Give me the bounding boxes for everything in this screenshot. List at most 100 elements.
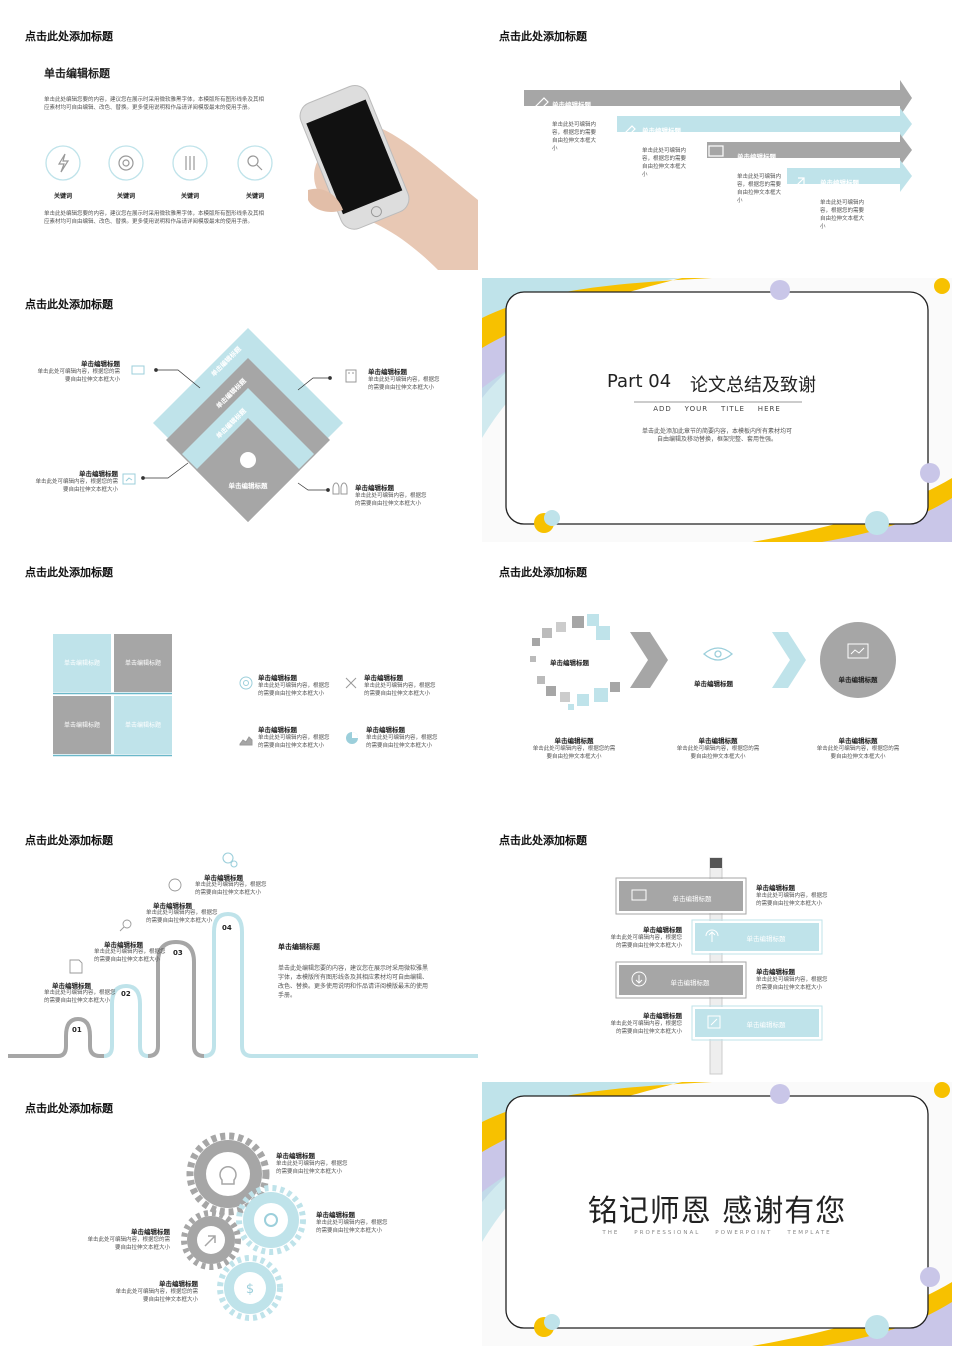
rocket-icon: [204, 1235, 216, 1247]
square-cloud: [530, 614, 620, 710]
handshake-icon: [131, 365, 145, 375]
monitor-icon: [708, 145, 724, 157]
winding-road-diagram: [8, 852, 478, 1058]
item-desc: 单击此处可编辑内容，根据您的需要自由拉伸文本框大小: [258, 735, 330, 749]
edit-icon: [707, 1015, 721, 1029]
item-desc: 单击此处可编辑内容，根据您的需要自由拉伸文本框大小: [35, 479, 118, 493]
document-icon: [69, 959, 83, 974]
money-bag-icon: [240, 452, 256, 468]
item-desc: 单击此处可编辑内容，根据您的需要自由拉伸文本框大小: [276, 1161, 348, 1175]
item-desc: 单击此处可编辑内容，根据您的需要自由拉伸文本框大小: [368, 377, 440, 391]
arrow-desc: 单击此处可编辑内容，根据您的需要自由拉伸文本框大小: [552, 122, 597, 152]
tile-label: 单击编辑标题: [63, 660, 100, 667]
part-number: Part 04: [607, 371, 672, 392]
arrow-label: 单击编辑标题: [552, 101, 591, 109]
item-title: 单击编辑标题: [81, 360, 120, 368]
arrow-label: 单击编辑标题: [820, 179, 859, 187]
step-title: 单击编辑标题: [153, 902, 192, 910]
nested-diamond-diagram: [122, 328, 357, 522]
search-icon: [247, 155, 259, 167]
keyword-label: 关键词: [245, 193, 264, 200]
presentation-icon: [847, 643, 869, 659]
step-desc: 单击此处可编辑内容，根据您的需要自由拉伸文本框大小: [676, 746, 760, 760]
step-number: 01: [72, 1026, 82, 1034]
tile-label: 单击编辑标题: [63, 722, 100, 729]
arrow-label: 单击编辑标题: [737, 153, 776, 161]
step-desc: 单击此处可编辑内容，根据您的需要自由拉伸文本框大小: [532, 746, 616, 760]
paragraph: 单击此处编辑您要的内容，建议您在展示时采用微软雅黑字体，本模版所有图形线条及其相…: [44, 97, 265, 111]
section-desc: 单击此处添加此章节的简要内容，本模板内所有素材均可自由编辑及移动替换，框架完整、…: [641, 428, 792, 443]
slide-title: 点击此处添加标题: [25, 566, 113, 579]
pencil-icon: [622, 125, 636, 139]
cog-icon: [264, 1213, 278, 1227]
step-desc: 单击此处可编辑内容，根据您的需要自由拉伸文本框大小: [44, 990, 116, 1004]
tools-icon: [345, 677, 357, 689]
sign-label: 单击编辑标题: [746, 1021, 786, 1029]
wave-decoration: [482, 1082, 952, 1346]
pin-icon: [533, 97, 549, 113]
item-desc: 单击此处可编辑内容，根据您的需要自由拉伸文本框大小: [355, 493, 427, 507]
slide-2[interactable]: 点击此处添加标题 单击编辑标题 单击编辑标题 单击编辑标题 单击编辑标题 单击此…: [482, 10, 952, 274]
keyword-icons: [45, 145, 273, 181]
item-title: 单击编辑标题: [131, 1228, 170, 1236]
box-icon: [631, 889, 647, 901]
item-title: 单击编辑标题: [355, 484, 394, 492]
slide-5[interactable]: 点击此处添加标题 单击编辑标题 单击编辑标题 单击编辑标题 单击编辑标题 单击编…: [8, 546, 478, 810]
slide-4-section-divider[interactable]: Part 04 论文总结及致谢 ADD YOUR TITLE HERE 单击此处…: [482, 278, 952, 542]
gears-icon: [222, 852, 234, 864]
step-title: 单击编辑标题: [698, 737, 738, 745]
step-desc: 单击此处可编辑内容，根据您的需要自由拉伸文本框大小: [146, 910, 218, 924]
slide-1[interactable]: 点击此处添加标题 单击编辑标题 单击此处编辑您要的内容，建议您在展示时采用微软雅…: [8, 10, 478, 274]
step-title: 单击编辑标题: [838, 737, 878, 745]
slide-9[interactable]: 点击此处添加标题 $ 单击编辑标题 单击此处可编辑内容，根据您的需要自由拉伸文本…: [8, 1082, 478, 1346]
slide-3[interactable]: 点击此处添加标题 单击编辑标题 单击编辑标题 单击编辑标题 单击编辑标题 单击编…: [8, 278, 478, 542]
item-title: 单击编辑标题: [316, 1211, 355, 1219]
closing-subtitle: THE PROFESSIONAL POWERPOINT TEMPLATE: [602, 1230, 832, 1236]
item-title: 单击编辑标题: [643, 1012, 682, 1020]
step-desc: 单击此处可编辑内容，根据您的需要自由拉伸文本框大小: [195, 882, 267, 896]
staircase-arrows: [524, 80, 912, 192]
building-icon: [345, 369, 357, 383]
keyword-label: 关键词: [180, 193, 199, 200]
item-title: 单击编辑标题: [79, 470, 118, 478]
slide-8[interactable]: 点击此处添加标题 单击编辑标题 单击编辑标题 单击编辑标题 单击编辑标题 单击编…: [482, 814, 952, 1078]
step-number: 02: [121, 990, 131, 998]
item-desc: 单击此处可编辑内容，根据您的需要自由拉伸文本框大小: [366, 735, 438, 749]
slide-title: 点击此处添加标题: [25, 298, 113, 311]
arrow-desc: 单击此处可编辑内容，根据您的需要自由拉伸文本框大小: [642, 148, 687, 178]
step-desc: 单击此处可编辑内容，根据您的需要自由拉伸文本框大小: [816, 746, 900, 760]
tile-grid: [53, 634, 358, 757]
sign-label: 单击编辑标题: [670, 979, 710, 987]
cloud-download-icon: [631, 971, 647, 987]
search-icon: [122, 919, 132, 929]
slide-10-closing[interactable]: 铭记师恩 感谢有您 THE PROFESSIONAL POWERPOINT TE…: [482, 1082, 952, 1346]
item-title: 单击编辑标题: [366, 726, 405, 734]
item-title: 单击编辑标题: [276, 1152, 315, 1160]
lightbulb-icon: [219, 1165, 237, 1185]
slide-title: 点击此处添加标题: [25, 30, 113, 43]
tile-label: 单击编辑标题: [124, 722, 161, 729]
item-desc: 单击此处可编辑内容，根据您的需要自由拉伸文本框大小: [610, 935, 682, 949]
slide-6[interactable]: 点击此处添加标题 单击编辑标题 单击编辑标题 单击编辑标题 单击编辑标题 单击此…: [482, 546, 952, 810]
step-title: 单击编辑标题: [204, 874, 243, 882]
keyword-label: 关键词: [53, 193, 72, 200]
closing-title: 铭记师恩 感谢有您: [587, 1194, 847, 1229]
signpost-diagram: [615, 857, 823, 1075]
circle-label: 单击编辑标题: [838, 676, 878, 684]
dollar-icon: $: [246, 1282, 254, 1297]
palette-icon: [168, 878, 182, 892]
item-desc: 单击此处可编辑内容，根据您的需要自由拉伸文本框大小: [115, 1289, 198, 1303]
item-desc: 单击此处可编辑内容，根据您的需要自由拉伸文本框大小: [316, 1220, 388, 1234]
slide-title: 点击此处添加标题: [499, 566, 587, 579]
step-title: 单击编辑标题: [550, 659, 589, 667]
item-title: 单击编辑标题: [756, 968, 795, 976]
step-title: 单击编辑标题: [104, 941, 143, 949]
item-desc: 单击此处可编辑内容，根据您的需要自由拉伸文本框大小: [756, 977, 828, 991]
step-title: 单击编辑标题: [694, 680, 733, 688]
center-label: 单击编辑标题: [228, 482, 268, 490]
item-desc: 单击此处可编辑内容，根据您的需要自由拉伸文本框大小: [756, 893, 828, 907]
slide-7[interactable]: 点击此处添加标题 01 02 03 04 单击编辑标题 单击此处可编辑内容，根据…: [8, 814, 478, 1078]
slide-title: 点击此处添加标题: [25, 1102, 113, 1115]
item-title: 单击编辑标题: [159, 1280, 198, 1288]
item-title: 单击编辑标题: [643, 926, 682, 934]
